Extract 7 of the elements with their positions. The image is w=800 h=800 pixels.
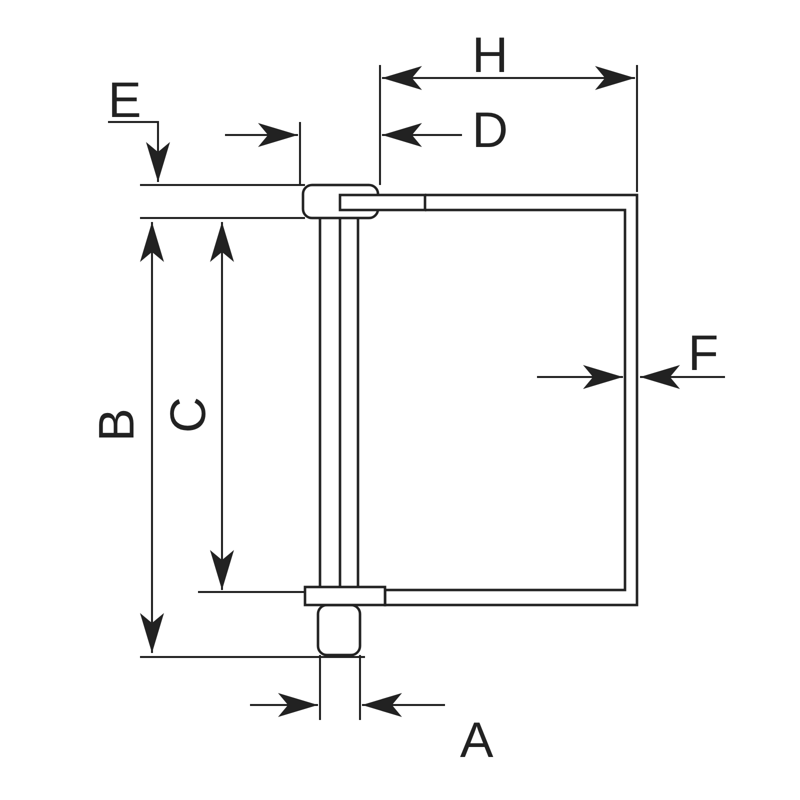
dimension-label: B <box>92 408 142 442</box>
dimension-label: F <box>688 328 719 378</box>
dimension-label: A <box>460 715 494 765</box>
dimension-label: C <box>163 396 214 434</box>
dimension-label: H <box>472 30 508 80</box>
dimension-label: E <box>108 75 142 125</box>
dimension-label: D <box>472 105 508 155</box>
